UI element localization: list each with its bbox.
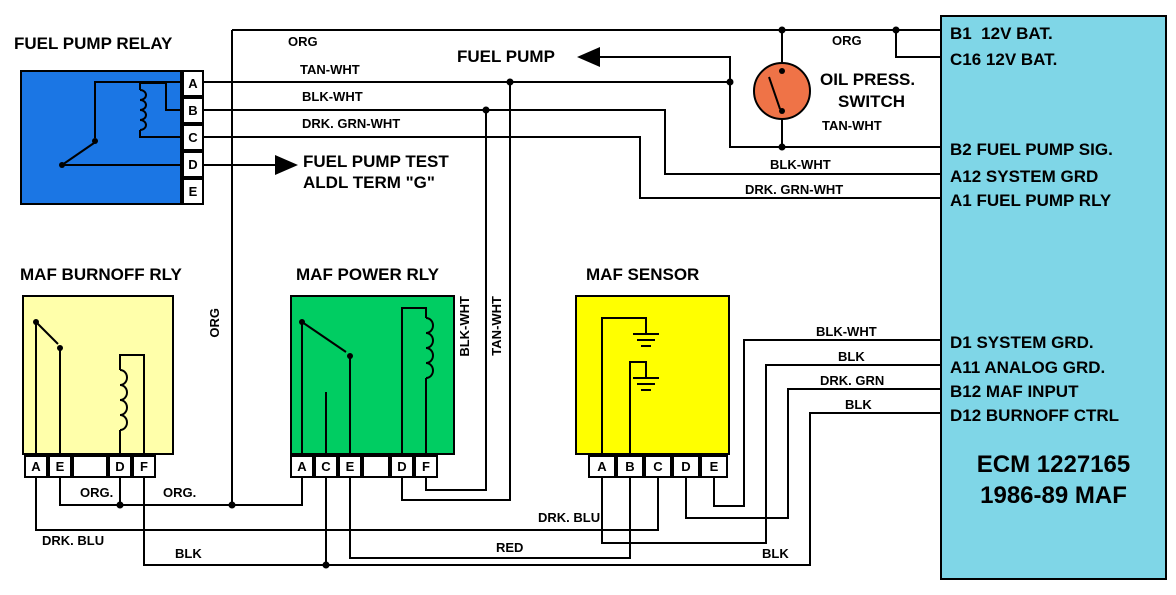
terminal-cell: E [48, 455, 72, 478]
terminal-cell: E [338, 455, 362, 478]
maf-power-relay-title: MAF POWER RLY [296, 265, 439, 284]
maf-burnoff-relay-title: MAF BURNOFF RLY [20, 265, 182, 284]
fuel-pump-relay-internals [61, 81, 182, 166]
fuel-pump-label: FUEL PUMP [457, 47, 555, 66]
maf-burnoff-relay-box [22, 295, 174, 455]
wire-label-org-vertical: ORG [207, 308, 222, 338]
ecm-pin-b1: B1 12V BAT. [950, 24, 1053, 43]
maf-sensor-title: MAF SENSOR [586, 265, 700, 284]
drk-grn-wht-wires [204, 136, 940, 199]
fuel-pump-relay-title: FUEL PUMP RELAY [14, 34, 173, 53]
ecm-pin-d12: D12 BURNOFF CTRL [950, 406, 1120, 425]
terminal-cell: D [672, 455, 700, 478]
fuel-pump-test-label-2: ALDL TERM "G" [303, 173, 435, 192]
maf-sensor-box [575, 295, 730, 455]
wire-label-drk-blu-left: DRK. BLU [42, 533, 105, 548]
terminal-cell: E [182, 178, 204, 205]
fuel-pump-relay-terminals: A B C D E [182, 70, 204, 205]
ecm-box: B1 12V BAT. C16 12V BAT. B2 FUEL PUMP SI… [940, 15, 1167, 580]
maf-sensor-internals [601, 317, 659, 455]
terminal-cell: D [390, 455, 414, 478]
fuel-pump-test-arrow-icon [275, 155, 298, 175]
terminal-cell: D [182, 151, 204, 178]
maf-burnoff-relay-internals [35, 321, 145, 455]
wire-label-org-bottom-1: ORG. [80, 485, 114, 500]
wire-label-org-right: ORG [832, 33, 862, 48]
ecm-pin-b2: B2 FUEL PUMP SIG. [950, 140, 1113, 159]
junction-dots [33, 26, 900, 569]
ecm-pin-a12: A12 SYSTEM GRD [950, 167, 1099, 186]
terminal-cell [362, 455, 390, 478]
maf-power-relay-box [290, 295, 455, 455]
blk-wires [143, 364, 940, 566]
terminal-cell: A [588, 455, 616, 478]
wire-label-blk-wht-a12: BLK-WHT [770, 157, 831, 172]
terminal-cell: F [132, 455, 156, 478]
terminal-cell: A [290, 455, 314, 478]
drk-grn-wires [685, 388, 940, 519]
fuel-pump-arrow-icon [577, 47, 600, 67]
wire-label-blk-bottom-left: BLK [175, 546, 202, 561]
ecm-title-line2: 1986-89 MAF [980, 482, 1127, 509]
wire-label-blk-wht: BLK-WHT [302, 89, 363, 104]
wire-label-red: RED [496, 540, 524, 555]
ecm-pin-c16: C16 12V BAT. [950, 50, 1058, 69]
wire-label-blk-a11: BLK [838, 349, 865, 364]
terminal-cell: A [182, 70, 204, 97]
ecm-pin-a1: A1 FUEL PUMP RLY [950, 191, 1112, 210]
wire-label-blk-d12: BLK [845, 397, 872, 412]
terminal-cell: D [108, 455, 132, 478]
ecm-pin-b12: B12 MAF INPUT [950, 382, 1079, 401]
wire-label-org-bottom-2: ORG. [163, 485, 197, 500]
terminal-cell: C [182, 124, 204, 151]
wire-label-drk-grn-wht-a1: DRK. GRN-WHT [745, 182, 844, 197]
wire-label-drk-grn-b12: DRK. GRN [820, 373, 885, 388]
tan-wht-wires [204, 56, 940, 501]
terminal-cell [72, 455, 108, 478]
maf-burnoff-relay-terminals: A E D F [24, 455, 156, 478]
fuel-pump-test-label-1: FUEL PUMP TEST [303, 152, 449, 171]
drk-blu-wires [35, 478, 659, 531]
maf-sensor-terminals: A B C D E [588, 455, 728, 478]
oil-pressure-switch [753, 62, 811, 120]
terminal-cell: C [644, 455, 672, 478]
terminal-cell: F [414, 455, 438, 478]
wire-label-drk-grn-wht: DRK. GRN-WHT [302, 116, 401, 131]
terminal-cell: A [24, 455, 48, 478]
wire-label-drk-blu-center: DRK. BLU [538, 510, 601, 525]
blk-wht-wires [204, 109, 940, 507]
oil-press-switch-label-2: SWITCH [838, 92, 906, 111]
wire-label-tan-wht-vertical: TAN-WHT [489, 296, 504, 356]
wire-label-tan-wht: TAN-WHT [300, 62, 360, 77]
maf-power-relay-internals [301, 307, 434, 455]
maf-power-relay-terminals: A C E D F [290, 455, 438, 478]
terminal-cell: E [700, 455, 728, 478]
terminal-cell: B [616, 455, 644, 478]
ecm-pin-a11: A11 ANALOG GRD. [950, 358, 1106, 377]
oil-press-switch-label-1: OIL PRESS. [820, 70, 916, 89]
ecm-pin-d1: D1 SYSTEM GRD. [950, 333, 1094, 352]
wire-label-blk-wht-vertical: BLK-WHT [457, 296, 472, 357]
ecm-title-line1: ECM 1227165 [976, 451, 1131, 478]
arrows [275, 47, 600, 175]
wire-label-blk-wht-d1: BLK-WHT [816, 324, 877, 339]
terminal-cell: C [314, 455, 338, 478]
red-wires [349, 478, 631, 559]
wire-label-tan-wht-b2: TAN-WHT [822, 118, 882, 133]
terminal-cell: B [182, 97, 204, 124]
wire-label-blk-bottom-right: BLK [762, 546, 789, 561]
wire-label-org-top: ORG [288, 34, 318, 49]
